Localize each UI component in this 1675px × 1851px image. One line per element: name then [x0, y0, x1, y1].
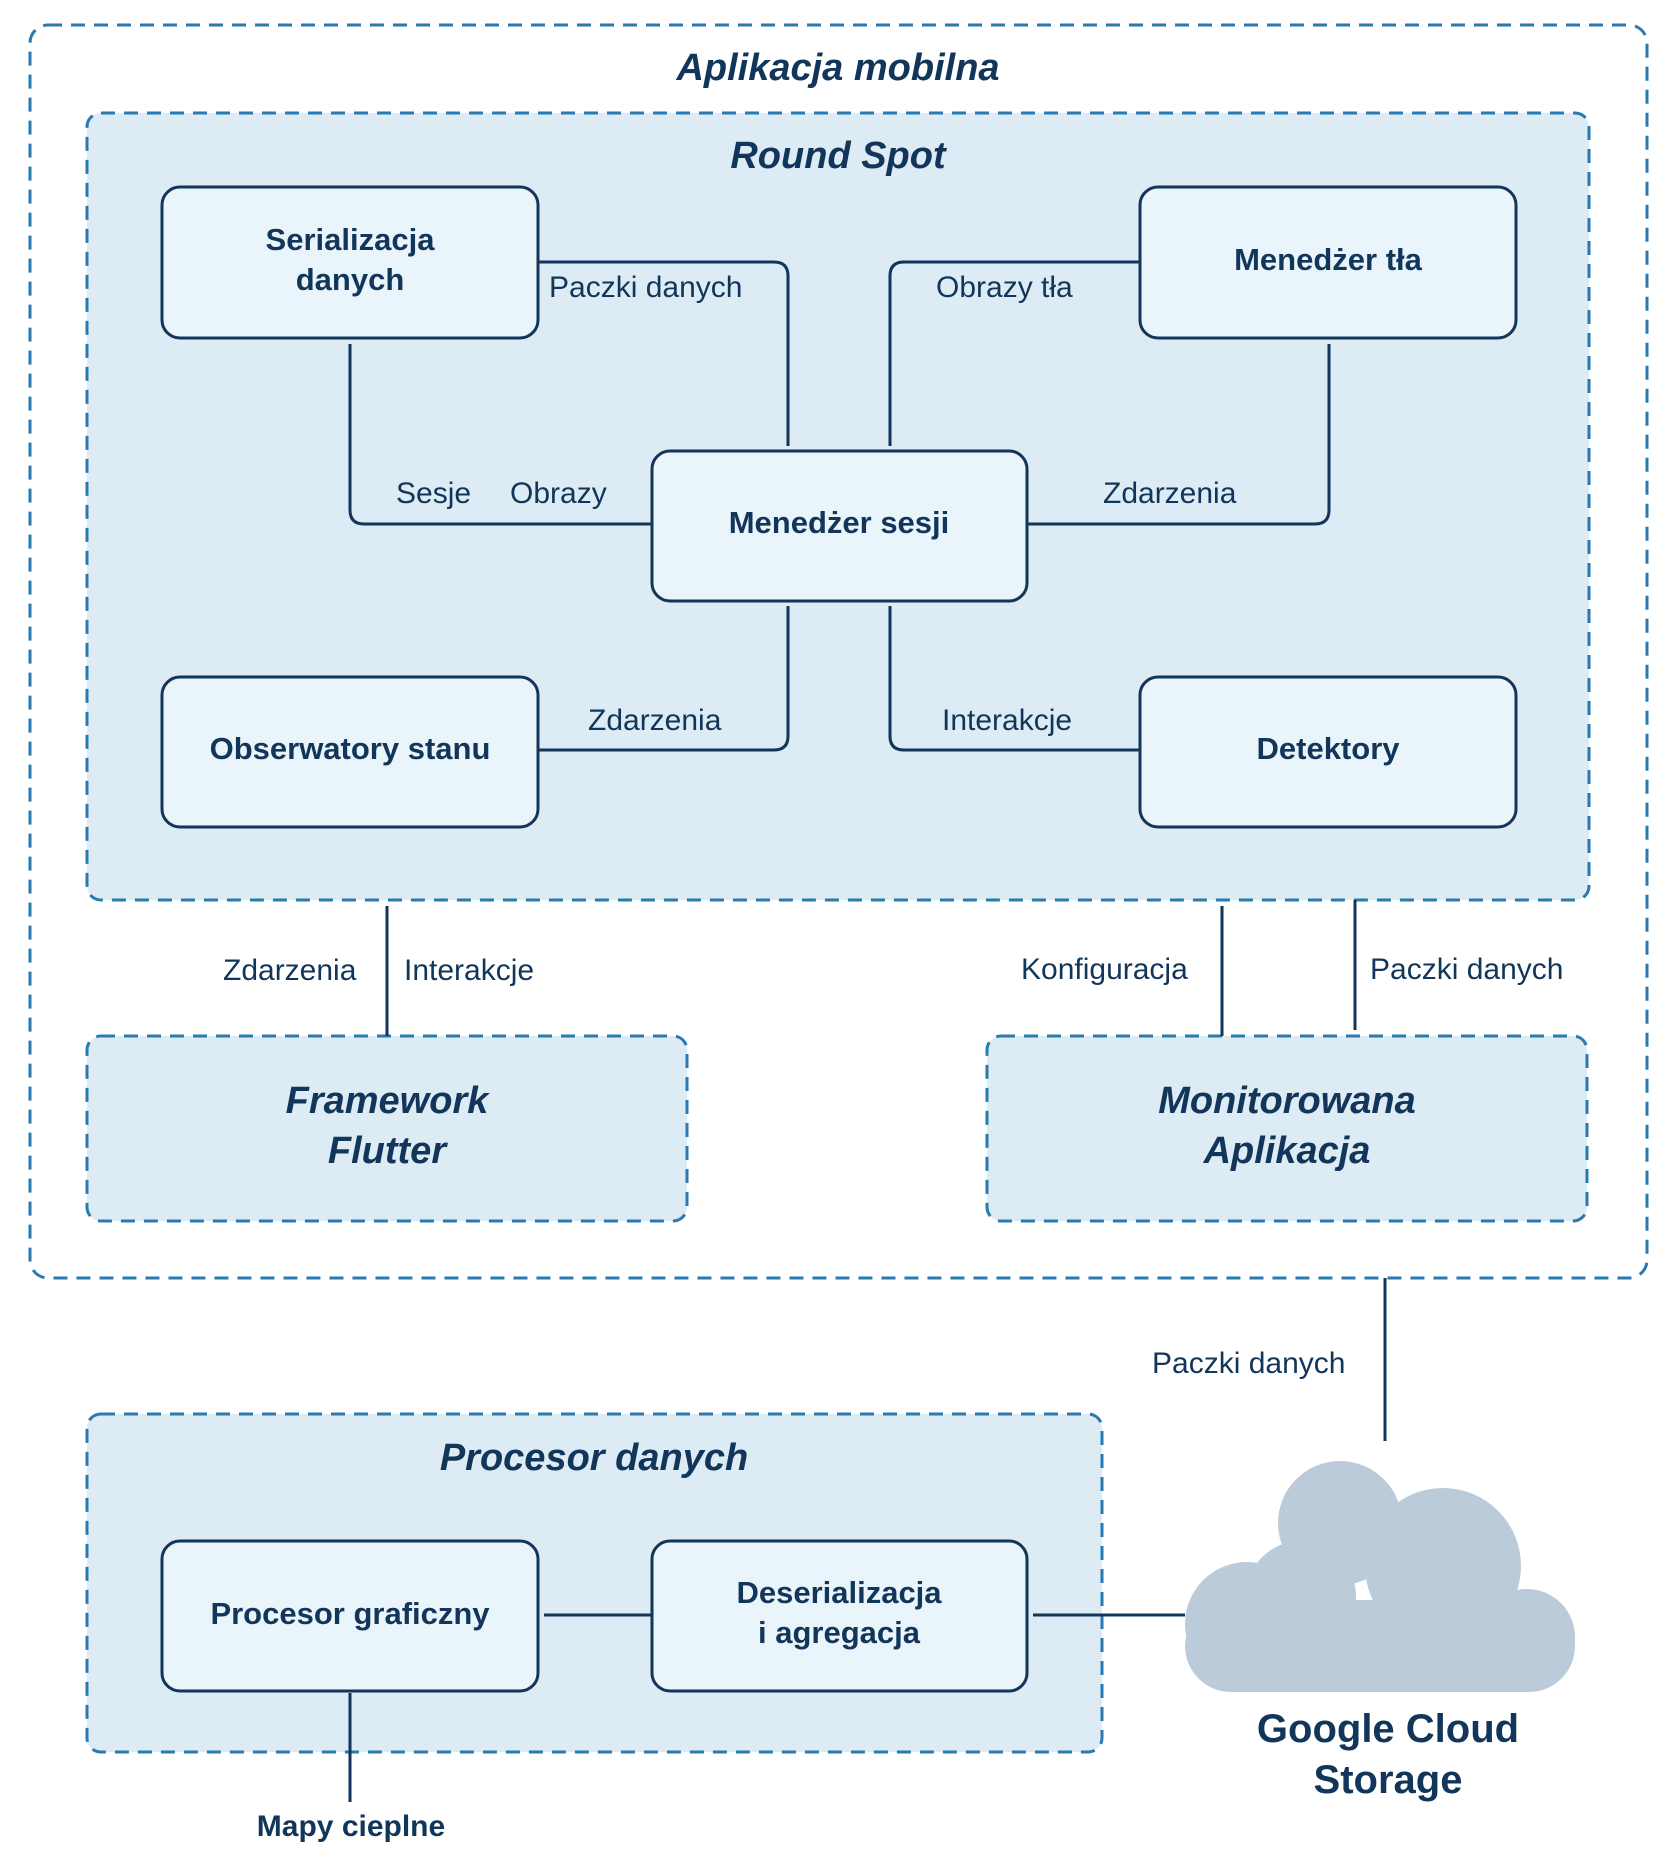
edge-label-mobile-to-cloud: Paczki danych [1152, 1347, 1345, 1380]
edge-label-sessions: Sesje [396, 477, 471, 510]
node-deserialization-line-1: Deserializacja [736, 1575, 942, 1610]
edge-observers-to-session [538, 606, 790, 752]
node-state-observers: Obserwatory stanu [160, 675, 540, 829]
node-cloud-storage-line-1: Google Cloud [1257, 1707, 1519, 1751]
edge-detectors-to-session [888, 606, 1140, 752]
edge-labels: Paczki danych Obrazy tła Sesje Obrazy Zd… [223, 271, 1563, 1380]
group-data-processor-title: Procesor danych [440, 1437, 748, 1479]
output-heatmaps-label: Mapy cieplne [257, 1810, 445, 1843]
group-round-spot-title: Round Spot [730, 135, 947, 177]
node-serialization-line-1: Serializacja [266, 222, 436, 257]
edge-label-session-to-background: Zdarzenia [1103, 477, 1237, 510]
group-mobile-app-border [28, 23, 1649, 1280]
node-background-manager-label: Menedżer tła [1234, 242, 1423, 277]
node-state-observers-label: Obserwatory stanu [210, 731, 491, 766]
group-flutter-border [85, 1034, 689, 1223]
group-flutter-title-line-1: Framework [286, 1080, 491, 1122]
edge-session-to-background [1027, 344, 1331, 526]
cloud-icon [1185, 1461, 1575, 1692]
edge-label-observers-to-session: Zdarzenia [588, 704, 722, 737]
edges [348, 260, 1387, 1802]
group-mobile-app-title: Aplikacja mobilna [675, 47, 999, 89]
edge-session-to-serialization [348, 344, 652, 526]
group-monitored-app: Monitorowana Aplikacja [985, 1034, 1589, 1223]
group-flutter-title-line-2: Flutter [328, 1130, 448, 1172]
node-cloud-storage-line-2: Storage [1314, 1758, 1463, 1802]
node-graphics-processor-label: Procesor graficzny [210, 1596, 490, 1631]
edge-serialization-to-session [538, 260, 790, 446]
node-detectors-label: Detektory [1257, 731, 1401, 766]
group-mobile-app: Aplikacja mobilna [28, 23, 1649, 1280]
node-serialization: Serializacja danych [160, 185, 540, 340]
edge-label-background-to-session: Obrazy tła [936, 271, 1073, 304]
edge-label-app-config: Konfiguracja [1021, 953, 1188, 986]
edge-background-to-session [888, 260, 1140, 446]
group-monitored-app-border [985, 1034, 1589, 1223]
edge-label-images: Obrazy [510, 477, 607, 510]
edge-label-flutter-interactions: Interakcje [404, 954, 534, 987]
node-detectors: Detektory [1138, 675, 1518, 829]
node-graphics-processor: Procesor graficzny [160, 1539, 540, 1693]
group-flutter: Framework Flutter [85, 1034, 689, 1223]
node-background-manager: Menedżer tła [1138, 185, 1518, 340]
edge-label-serialization-to-session: Paczki danych [549, 271, 742, 304]
node-serialization-line-2: danych [296, 262, 405, 297]
node-deserialization-line-2: i agregacja [758, 1615, 921, 1650]
edge-label-roundspot-to-app: Paczki danych [1370, 953, 1563, 986]
edge-label-detectors-to-session: Interakcje [942, 704, 1072, 737]
node-session-manager: Menedżer sesji [650, 449, 1029, 603]
node-session-manager-label: Menedżer sesji [729, 505, 950, 540]
group-monitored-app-title-line-2: Aplikacja [1203, 1130, 1371, 1172]
edge-label-flutter-events: Zdarzenia [223, 954, 357, 987]
node-deserialization: Deserializacja i agregacja [650, 1539, 1029, 1693]
node-cloud-storage: Google Cloud Storage [1185, 1461, 1575, 1802]
group-monitored-app-title-line-1: Monitorowana [1158, 1080, 1416, 1122]
